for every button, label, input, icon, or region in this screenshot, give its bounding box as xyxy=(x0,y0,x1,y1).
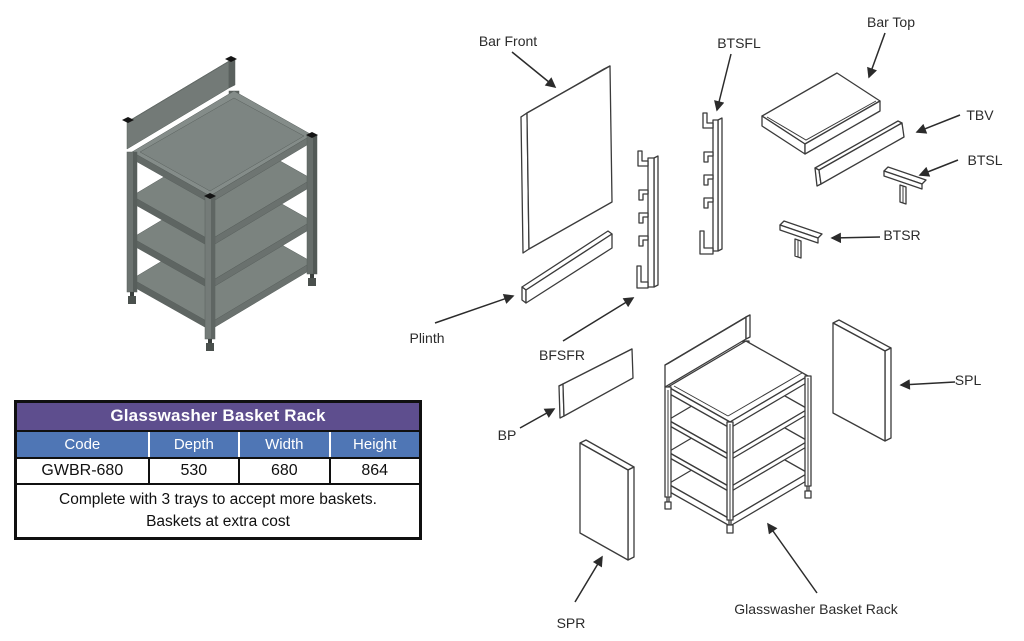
code-value: GWBR-680 xyxy=(41,462,124,479)
col-header-depth: Depth xyxy=(147,432,238,457)
bar-front-label: Bar Front xyxy=(479,33,537,49)
bfsfr-label: BFSFR xyxy=(539,347,585,363)
render-top xyxy=(131,90,313,204)
bar-top-arrow xyxy=(867,32,886,79)
btsl-label: BTSL xyxy=(967,152,1002,168)
btsfl-arrow xyxy=(714,53,732,112)
rack-wireframe-part xyxy=(664,314,812,534)
spl-label: SPL xyxy=(955,372,982,388)
render-backsplash xyxy=(126,57,236,150)
bar-front-arrow xyxy=(511,51,557,88)
col-header-code: Code xyxy=(64,436,101,453)
tbv-label: TBV xyxy=(966,107,994,123)
spec-table: Glasswasher Basket Rack Code Depth Width… xyxy=(14,400,422,541)
exploded-diagram: Bar Front BTSFL Bar Top TBV BTSL BTSR Pl… xyxy=(409,14,1002,631)
tbv-part xyxy=(814,120,905,187)
btsfl-label: BTSFL xyxy=(717,35,761,51)
spl-arrow xyxy=(899,379,956,390)
bfsfr-part xyxy=(636,150,659,289)
btsl-part xyxy=(883,166,927,205)
col-header-width: Width xyxy=(238,432,328,457)
btsl-arrow xyxy=(918,159,959,177)
callout-arrows xyxy=(434,32,961,603)
bp-part xyxy=(558,348,634,419)
render-corner-caps xyxy=(122,56,318,199)
rack-label: Glasswasher Basket Rack xyxy=(734,601,898,617)
spl-part xyxy=(832,319,892,442)
spec-table-header-row: Code Depth Width Height xyxy=(17,432,419,459)
tbv-arrow xyxy=(915,114,961,134)
btsr-part xyxy=(779,220,823,259)
render-feet xyxy=(128,274,316,351)
bp-arrow xyxy=(519,408,556,429)
bar-top-part xyxy=(761,72,881,155)
note-line-1: Complete with 3 trays to accept more bas… xyxy=(59,491,377,508)
callout-labels: Bar Front BTSFL Bar Top TBV BTSL BTSR Pl… xyxy=(409,14,1002,631)
rack-arrow xyxy=(767,522,818,594)
btsr-arrow xyxy=(830,232,881,244)
bfsfr-arrow xyxy=(562,297,635,342)
depth-value: 530 xyxy=(147,459,238,483)
col-header-height: Height xyxy=(328,432,419,457)
note-line-2: Baskets at extra cost xyxy=(146,512,290,530)
spec-table-data-row: GWBR-680 530 680 864 xyxy=(17,459,419,485)
spr-label: SPR xyxy=(557,615,586,631)
product-photo xyxy=(122,56,318,351)
plinth-arrow xyxy=(434,293,515,324)
bp-label: BP xyxy=(498,427,517,443)
height-value: 864 xyxy=(328,459,419,483)
spec-table-title: Glasswasher Basket Rack xyxy=(17,403,419,432)
rack-render xyxy=(122,56,318,351)
bar-front-part xyxy=(520,65,613,254)
spec-table-note: Complete with 3 trays to accept more bas… xyxy=(17,485,419,537)
spr-arrow xyxy=(574,555,603,603)
plinth-label: Plinth xyxy=(409,330,444,346)
btsr-label: BTSR xyxy=(883,227,920,243)
plinth-part xyxy=(521,230,613,304)
bar-top-label: Bar Top xyxy=(867,14,915,30)
width-value: 680 xyxy=(238,459,328,483)
spr-part xyxy=(579,439,635,561)
btsfl-part xyxy=(699,112,723,255)
